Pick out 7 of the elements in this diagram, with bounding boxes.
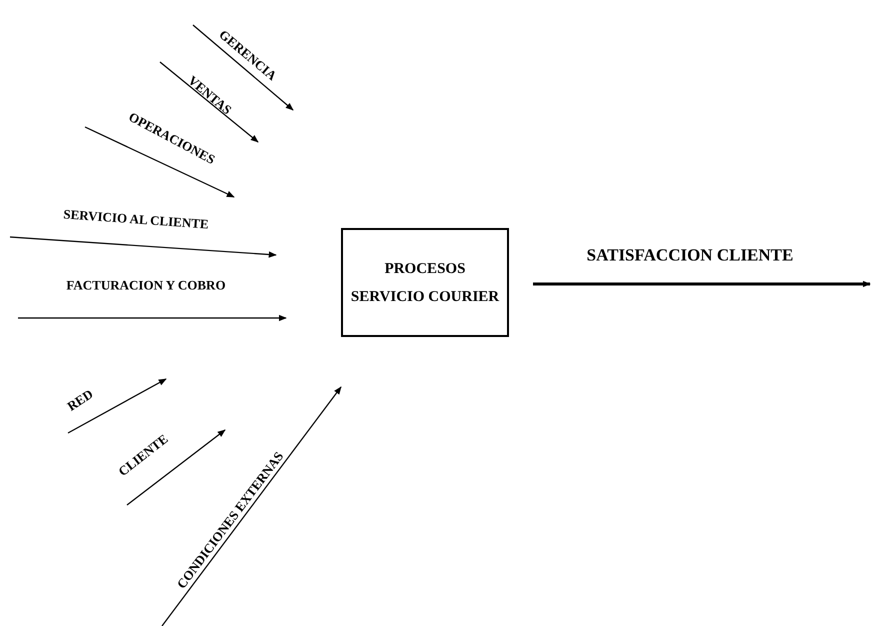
arrow-label: SATISFACCION CLIENTE bbox=[586, 246, 794, 264]
process-box bbox=[341, 228, 509, 337]
arrow-label: RED bbox=[64, 387, 96, 413]
box-text: PROCESOS bbox=[384, 260, 466, 278]
arrow-label: SERVICIO AL CLIENTE bbox=[62, 207, 210, 231]
box-text: SERVICIO COURIER bbox=[350, 288, 500, 306]
arrow-label: FACTURACION Y COBRO bbox=[66, 278, 226, 292]
